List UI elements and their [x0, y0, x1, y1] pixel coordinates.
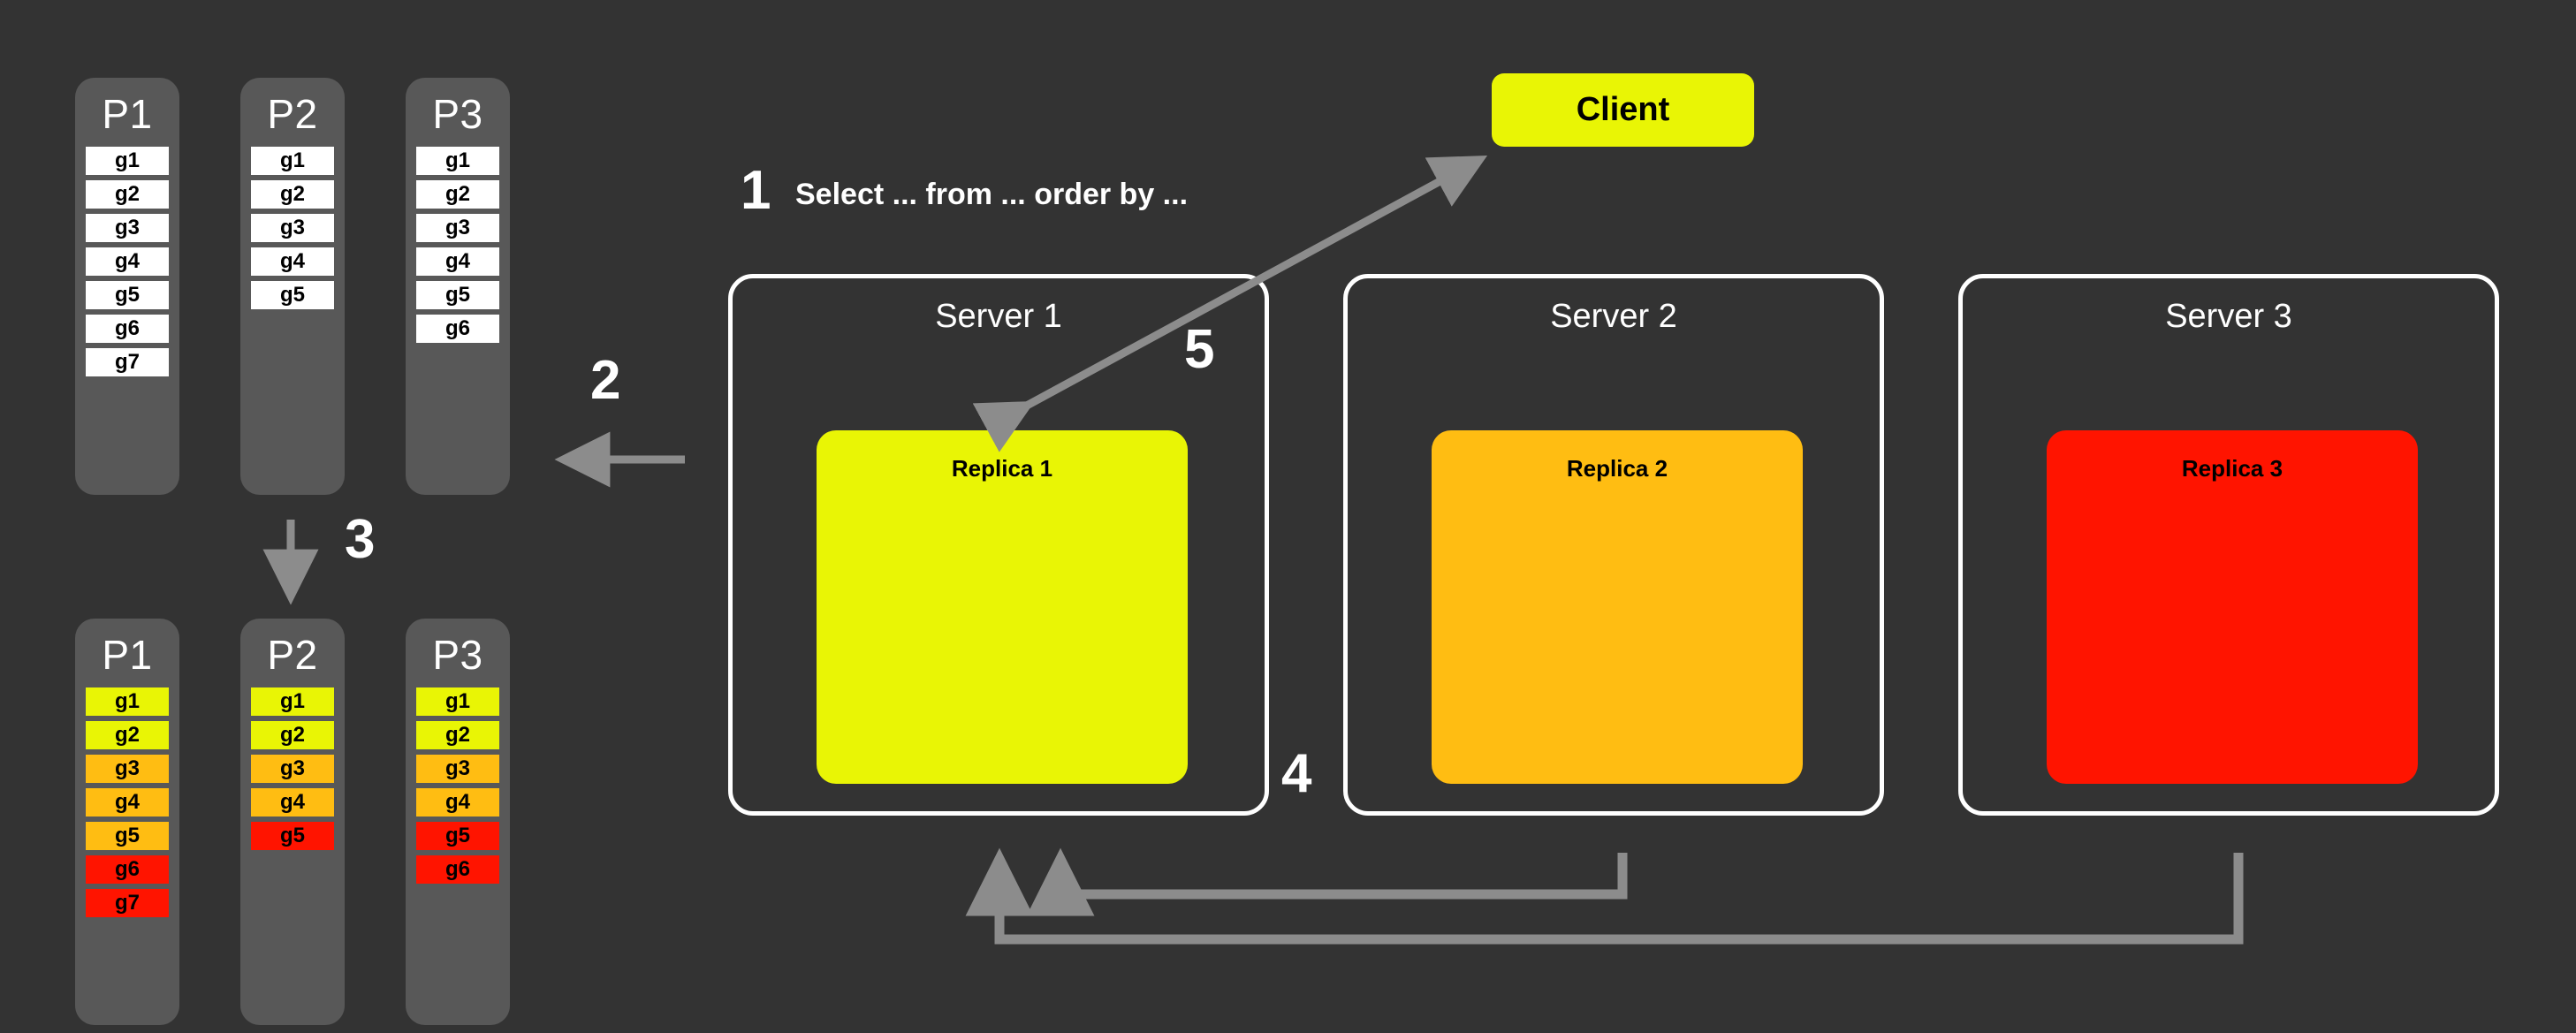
partition-cell: g3	[251, 214, 334, 242]
partition-cell: g5	[416, 281, 499, 309]
partition-cell-stack: g1 g2 g3 g4 g5	[240, 147, 345, 309]
partition-cell: g5	[416, 822, 499, 850]
partition-column-before-p2: P2 g1 g2 g3 g4 g5	[240, 78, 345, 495]
partition-cell-stack: g1 g2 g3 g4 g5	[240, 687, 345, 850]
partition-title: P3	[432, 91, 483, 137]
partition-cell: g4	[251, 788, 334, 817]
partition-cell: g4	[86, 247, 169, 276]
partition-cell: g1	[251, 147, 334, 175]
partition-cell: g2	[86, 721, 169, 749]
partition-cell: g2	[416, 721, 499, 749]
partition-cell: g3	[251, 755, 334, 783]
partition-title: P3	[432, 632, 483, 678]
partition-column-after-p1: P1 g1 g2 g3 g4 g5 g6 g7	[75, 619, 179, 1025]
partition-cell: g2	[86, 180, 169, 209]
replica-label: Replica 1	[951, 455, 1053, 482]
partition-cell: g7	[86, 348, 169, 376]
partition-column-after-p2: P2 g1 g2 g3 g4 g5	[240, 619, 345, 1025]
server-box-3: Server 3 Replica 3	[1958, 274, 2499, 816]
partition-column-after-p3: P3 g1 g2 g3 g4 g5 g6	[406, 619, 510, 1025]
partition-cell: g3	[416, 755, 499, 783]
server-title: Server 2	[1550, 298, 1677, 335]
query-caption: Select ... from ... order by ...	[795, 178, 1189, 211]
step-number-4: 4	[1281, 743, 1312, 804]
arrow-step-4	[965, 847, 2244, 945]
partition-cell: g4	[416, 247, 499, 276]
partition-cell: g1	[251, 687, 334, 716]
replica-label: Replica 3	[2181, 455, 2283, 482]
partition-cell: g4	[86, 788, 169, 817]
partition-cell: g2	[251, 721, 334, 749]
partition-cell-stack: g1 g2 g3 g4 g5 g6 g7	[75, 687, 179, 917]
partition-column-before-p3: P3 g1 g2 g3 g4 g5 g6	[406, 78, 510, 495]
partition-cell: g6	[86, 315, 169, 343]
partition-cell-stack: g1 g2 g3 g4 g5 g6	[406, 147, 510, 343]
partition-title: P1	[102, 632, 153, 678]
step-number-2: 2	[590, 350, 621, 411]
partition-cell: g7	[86, 889, 169, 917]
partition-cell: g4	[416, 788, 499, 817]
partition-cell-stack: g1 g2 g3 g4 g5 g6 g7	[75, 147, 179, 376]
partition-cell: g1	[416, 147, 499, 175]
replica-box-3[interactable]: Replica 3	[2047, 430, 2418, 784]
partition-cell: g5	[251, 822, 334, 850]
partition-cell: g5	[86, 822, 169, 850]
server-title: Server 3	[2165, 298, 2292, 335]
client-label: Client	[1576, 91, 1670, 128]
replica-box-2[interactable]: Replica 2	[1432, 430, 1803, 784]
partition-cell: g2	[251, 180, 334, 209]
partition-title: P2	[267, 91, 318, 137]
partition-column-before-p1: P1 g1 g2 g3 g4 g5 g6 g7	[75, 78, 179, 495]
partition-cell: g6	[416, 855, 499, 884]
partition-title: P1	[102, 91, 153, 137]
replica-box-1[interactable]: Replica 1	[817, 430, 1188, 784]
partition-cell: g3	[86, 214, 169, 242]
partition-cell: g2	[416, 180, 499, 209]
partition-cell: g5	[251, 281, 334, 309]
partition-cell: g3	[416, 214, 499, 242]
partition-cell: g1	[86, 147, 169, 175]
server-box-2: Server 2 Replica 2	[1343, 274, 1884, 816]
partition-cell: g4	[251, 247, 334, 276]
partition-cell: g6	[86, 855, 169, 884]
partition-cell: g3	[86, 755, 169, 783]
partition-cell: g5	[86, 281, 169, 309]
partition-cell: g1	[416, 687, 499, 716]
client-box[interactable]: Client	[1492, 73, 1754, 147]
partition-cell: g6	[416, 315, 499, 343]
replica-label: Replica 2	[1566, 455, 1668, 482]
step-number-1: 1	[741, 160, 771, 221]
partition-title: P2	[267, 632, 318, 678]
partition-cell: g1	[86, 687, 169, 716]
partition-cell-stack: g1 g2 g3 g4 g5 g6	[406, 687, 510, 884]
server-title: Server 1	[935, 298, 1062, 335]
server-box-1: Server 1 Replica 1	[728, 274, 1269, 816]
step-number-3: 3	[345, 509, 376, 570]
